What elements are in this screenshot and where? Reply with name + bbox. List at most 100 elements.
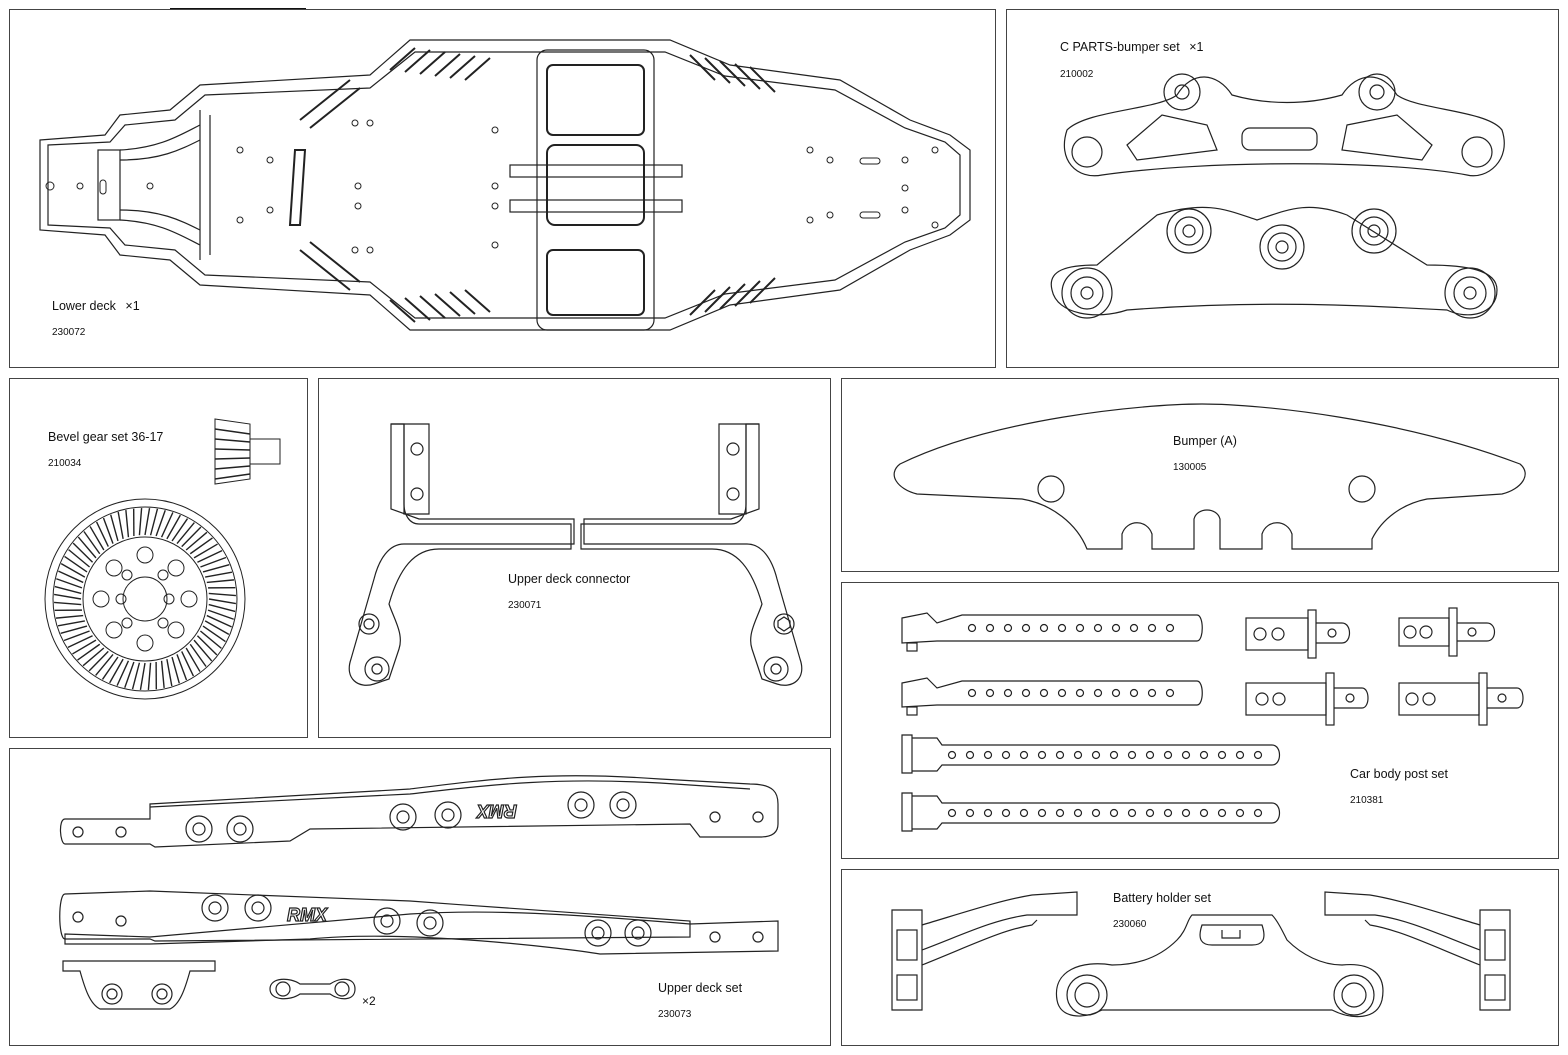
strap-hole [1235,750,1245,760]
strap-hole [1003,688,1013,698]
bumper-set-label: C PARTS-bumper set ×1 [1060,40,1203,54]
gear-tooth [155,510,166,537]
gear-tooth [68,549,91,568]
gear-tooth [149,508,159,536]
upper-deck-set-drawing: RMX RMX [59,775,779,1010]
gear-tooth [117,511,124,539]
gear-tooth [82,647,105,667]
strap-hole [1145,808,1155,818]
upper-deck-connector-code: 230071 [508,600,542,611]
strap-hole [1199,750,1209,760]
panel-car-body-post: Car body post set 210381 [841,582,1559,859]
strap-hole [947,808,957,818]
panel-bumper-a: Bumper (A) 130005 [841,378,1559,572]
car-body-post-drawing [901,607,1524,832]
gear-tooth [197,549,223,563]
strap-hole [1253,808,1263,818]
strap-hole [1163,808,1173,818]
gear-tooth [95,653,114,676]
gear-tooth [63,630,90,642]
strap-hole [985,688,995,698]
gear-tooth [171,656,180,684]
strap-hole [1073,808,1083,818]
gear-tooth [207,609,234,620]
strap-hole [983,750,993,760]
strap-hole [967,688,977,698]
lower-deck-qty: ×1 [125,299,140,313]
strap-hole [947,750,957,760]
gear-tooth [110,514,119,542]
gear-tooth [56,578,83,589]
gear-tooth [208,603,236,613]
gear-tooth [54,585,82,595]
strap-hole [1253,750,1263,760]
lower-deck-label: Lower deck ×1 [52,299,140,313]
gear-tooth [58,570,84,584]
strap-hole [1111,688,1121,698]
upper-deck-set-name: Upper deck set [658,981,743,995]
strap-hole [1091,808,1101,818]
strap-hole [1235,808,1245,818]
strap-hole [1037,750,1047,760]
gear-tooth [166,514,181,540]
gear-tooth [101,656,119,680]
lower-deck-code: 230072 [52,327,86,338]
strap-hole [1093,623,1103,633]
gear-tooth [77,536,97,559]
rmx-logo-top: RMX [476,801,517,821]
gear-tooth [131,662,141,690]
strap-hole [1217,808,1227,818]
gear-tooth [181,651,195,677]
strap-hole [1165,623,1175,633]
bumper-a-drawing [893,403,1526,550]
strap-hole [1091,750,1101,760]
gear-tooth [181,526,202,548]
gear-tooth [77,643,101,661]
strap-hole [1003,623,1013,633]
strap-hole [1109,808,1119,818]
strap-hole [965,808,975,818]
battery-holder-code: 230060 [1113,919,1147,930]
battery-holder-name: Battery holder set [1113,891,1211,905]
upper-deck-set-code: 230073 [658,1009,692,1020]
strap-hole [1129,623,1139,633]
strap-hole [1181,750,1191,760]
gear-tooth [176,522,195,545]
gear-tooth [67,635,93,649]
gear-tooth [171,518,189,542]
strap-hole [1217,750,1227,760]
strap-hole [1147,623,1157,633]
gear-tooth [125,509,130,538]
strap-hole [1165,688,1175,698]
gear-tooth [60,563,86,578]
strap-hole [1127,750,1137,760]
strap-hole [1039,623,1049,633]
strap-hole [1055,750,1065,760]
strap-hole [1145,750,1155,760]
upper-deck-connector-drawing [348,423,803,686]
gear-tooth [176,654,188,681]
gear-tooth [147,662,152,690]
panel-lower-deck: Lower deck ×1 230072 [9,9,996,368]
bevel-gear-name: Bevel gear set 36-17 [48,430,164,444]
lower-deck-name: Lower deck [52,299,116,313]
gear-tooth [185,531,208,551]
gear-tooth [205,571,233,578]
strap-hole [1021,623,1031,633]
strap-hole [1199,808,1209,818]
gear-tooth [199,630,222,649]
strap-hole [1093,688,1103,698]
strap-hole [965,750,975,760]
gear-tooth [109,658,124,684]
strap-hole [1019,750,1029,760]
gear-tooth [144,507,151,536]
bumper-set-qty: ×1 [1189,40,1204,54]
gear-tooth [166,659,173,687]
car-body-post-name: Car body post set [1350,767,1448,781]
strap-hole [1057,688,1067,698]
panel-upper-deck-connector: Upper deck connector 230071 [318,378,831,738]
lower-deck-drawing [39,39,971,331]
gear-tooth [139,662,146,691]
gear-tooth [204,620,230,635]
strap-hole [983,808,993,818]
